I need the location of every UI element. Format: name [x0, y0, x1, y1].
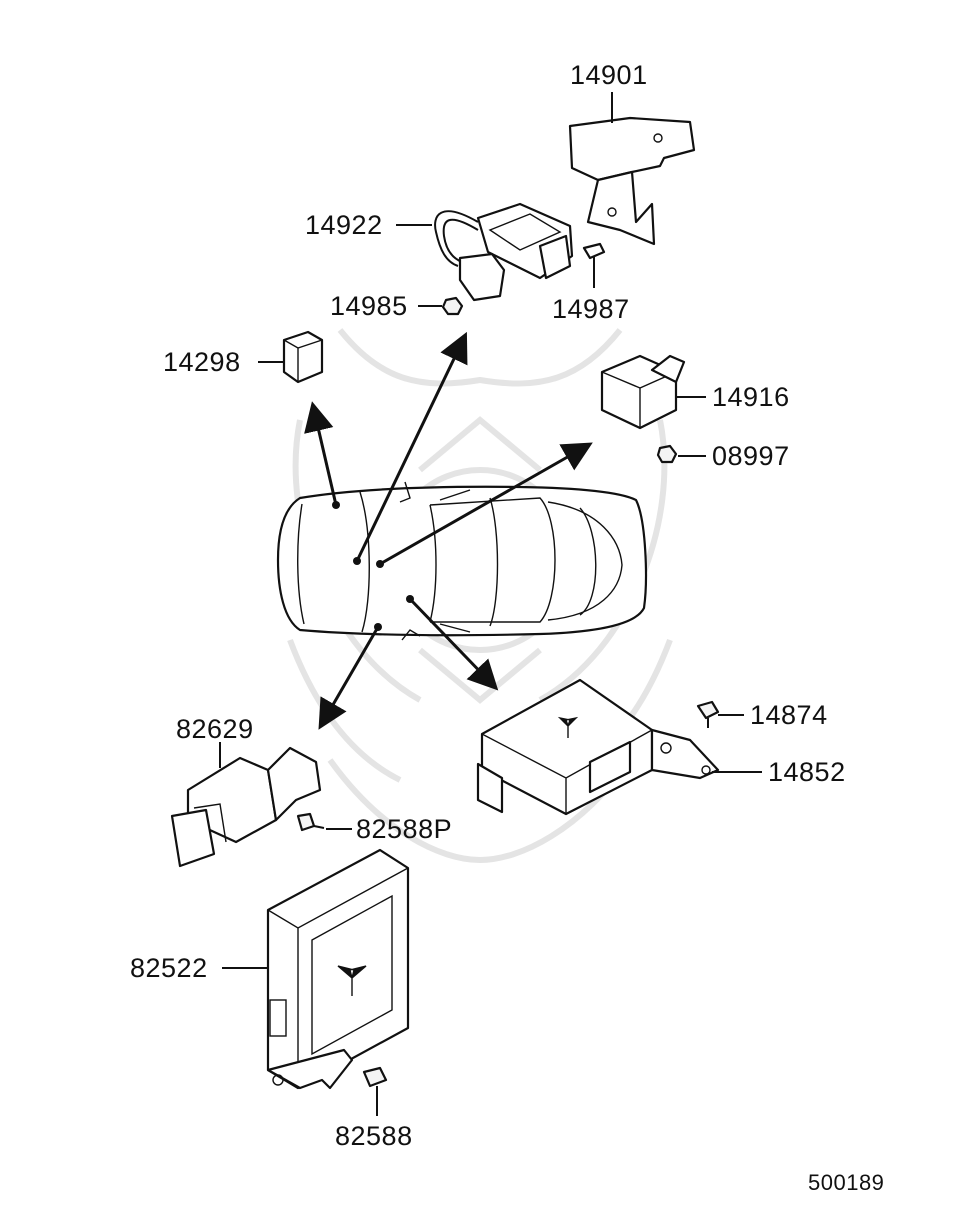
location-arrows	[304, 331, 593, 730]
relay-14916	[600, 354, 706, 430]
bolt-82588	[362, 1066, 388, 1116]
relay-14298	[258, 330, 324, 384]
bolt-08997	[656, 444, 706, 464]
callout-14922[interactable]: 14922	[305, 210, 383, 240]
control-unit-14852	[476, 678, 762, 816]
ecu-82522	[222, 848, 410, 1090]
callout-08997[interactable]: 08997	[712, 441, 790, 471]
callout-14901[interactable]: 14901	[570, 60, 648, 90]
callout-82522[interactable]: 82522	[130, 953, 208, 983]
vehicle-outline	[276, 481, 647, 641]
bracket-82629	[170, 742, 322, 868]
callout-14298[interactable]: 14298	[163, 347, 241, 377]
callout-82588[interactable]: 82588	[335, 1121, 413, 1151]
sensor-14922	[396, 202, 574, 302]
callout-14874[interactable]: 14874	[750, 700, 828, 730]
bolt-14874	[696, 700, 744, 728]
callout-14987[interactable]: 14987	[552, 294, 630, 324]
bracket-14901	[568, 92, 696, 246]
callout-82629[interactable]: 82629	[176, 714, 254, 744]
callout-14916[interactable]: 14916	[712, 382, 790, 412]
diagram-id: 500189	[808, 1170, 885, 1195]
bolt-14987	[582, 242, 606, 288]
nut-14985	[418, 296, 464, 316]
callout-14985[interactable]: 14985	[330, 291, 408, 321]
callout-82588P[interactable]: 82588P	[356, 814, 453, 844]
bolt-82588P	[296, 812, 352, 832]
callout-14852[interactable]: 14852	[768, 757, 846, 787]
